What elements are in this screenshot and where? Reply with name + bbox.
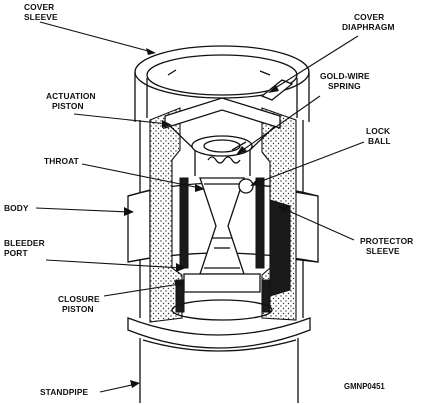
label-actuation-piston-line2: PISTON [52,101,84,111]
callout-labels: COVER SLEEVE COVER DIAPHRAGM ACTUATION P… [4,2,413,397]
label-lock-ball-line2: BALL [368,136,391,146]
actuation-piston-shape [164,79,294,176]
label-bleeder-port-line2: PORT [4,248,28,258]
label-lock-ball-line1: LOCK [366,126,390,136]
label-cover-diaphragm-line2: DIAPHRAGM [342,22,395,32]
label-protector-sleeve-line2: SLEEVE [366,246,400,256]
label-gold-wire-spring-line1: GOLD-WIRE [320,71,370,81]
cutaway-section [149,107,297,323]
label-body: BODY [4,203,29,213]
label-protector-sleeve-line1: PROTECTOR [360,236,413,246]
throat-shape [199,177,245,275]
label-actuation-piston-line1: ACTUATION [46,91,96,101]
label-closure-piston-line1: CLOSURE [58,294,100,304]
label-cover-diaphragm-line1: COVER [354,12,384,22]
label-cover-sleeve-line1: COVER [24,2,54,12]
label-closure-piston-line2: PISTON [62,304,94,314]
cover-sleeve-shape [134,45,310,122]
gold-wire-spring-shape [207,141,247,164]
standpipe-shape [139,338,299,403]
lock-ball-shape [238,178,254,194]
label-bleeder-port-line1: BLEEDER [4,238,45,248]
leader-lines [35,21,365,393]
figure-code: GMNP0451 [344,382,385,391]
label-cover-sleeve-line2: SLEEVE [24,12,58,22]
label-throat: THROAT [44,156,80,166]
label-standpipe: STANDPIPE [40,387,89,397]
closure-piston-shape [171,273,273,321]
label-gold-wire-spring-line2: SPRING [328,81,361,91]
